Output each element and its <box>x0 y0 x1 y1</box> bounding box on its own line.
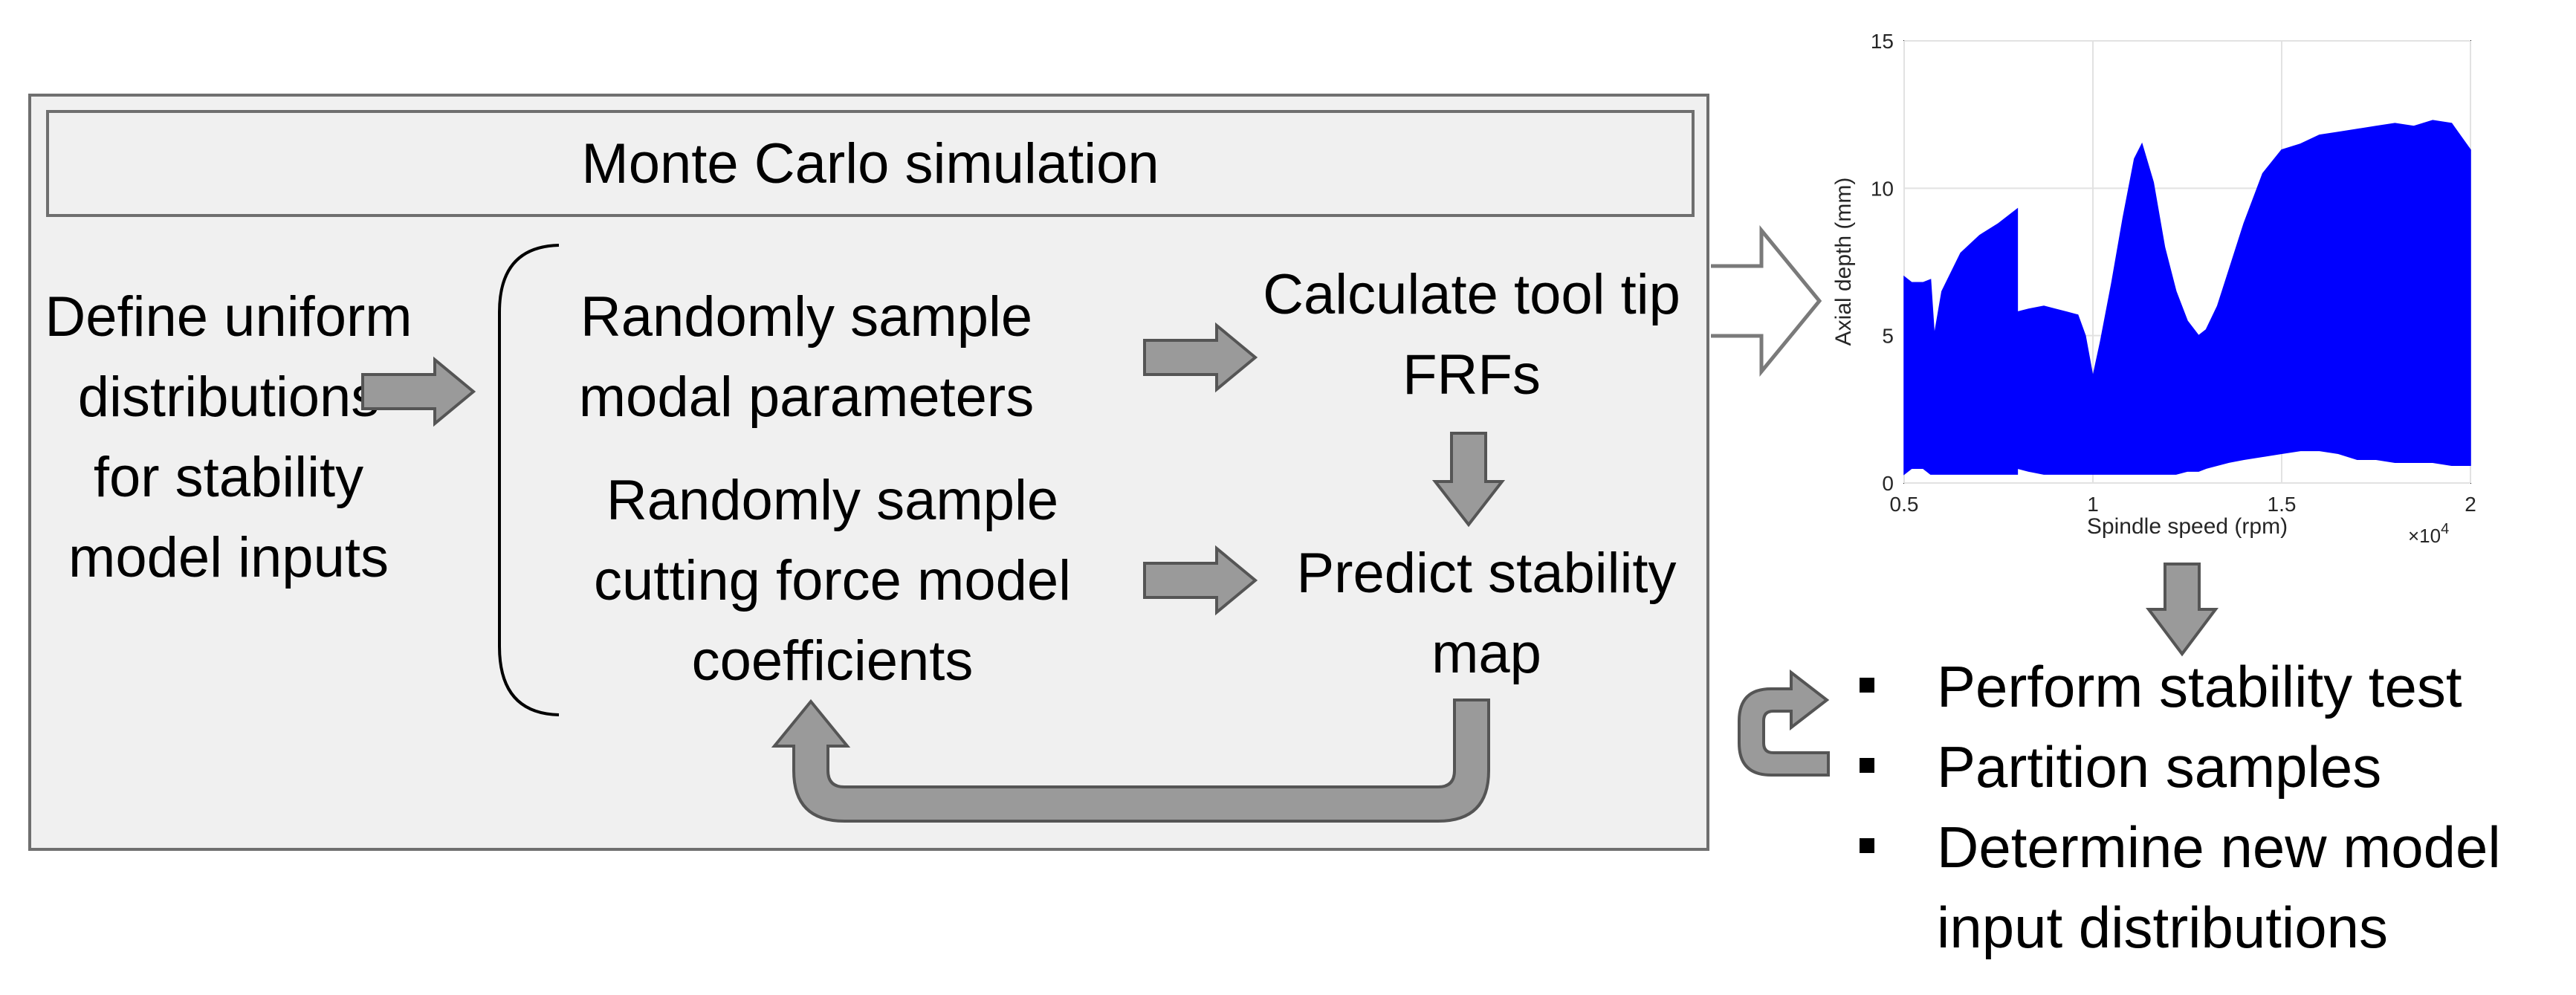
chart-y-ticks: 0 5 10 15 <box>1871 30 1894 495</box>
monte-carlo-title: Monte Carlo simulation <box>581 132 1159 195</box>
chart-ylabel: Axial depth (mm) <box>1831 178 1856 346</box>
x-tick-label: 2 <box>2465 493 2476 516</box>
monte-carlo-panel <box>28 94 1709 851</box>
list-item: Partition samples <box>1849 727 2563 807</box>
monte-carlo-title-box: Monte Carlo simulation <box>46 110 1695 217</box>
bullet-marker <box>1860 838 1874 853</box>
chart-envelope <box>1903 120 2471 476</box>
loop-back-arrow <box>771 699 1490 823</box>
x-tick-label: 0.5 <box>1890 493 1919 516</box>
arrow-chart-to-tests <box>2146 563 2219 657</box>
y-tick-label: 5 <box>1882 325 1894 348</box>
list-item: Perform stability test <box>1849 646 2563 727</box>
bullet-marker <box>1860 758 1874 773</box>
y-tick-label: 15 <box>1871 30 1894 53</box>
bullet-marker <box>1860 678 1874 693</box>
bullet-text: Perform stability test <box>1937 654 2462 719</box>
sample-modal-step: Randomly sample modal parameters <box>578 285 1035 429</box>
arrow-modal-to-frf <box>1143 322 1258 393</box>
bullet-text: Partition samples <box>1937 734 2382 800</box>
y-tick-label: 0 <box>1882 472 1894 495</box>
iteration-loop-arrow <box>1738 669 1830 777</box>
bullet-text: Determine new model input distributions <box>1937 814 2501 960</box>
stability-map-chart: 0.5 1 1.5 2 0 5 10 15 Spindle speed (rpm) Axia… <box>1831 30 2476 547</box>
arrow-define-to-samples <box>361 356 476 427</box>
brace <box>498 244 560 716</box>
arrow-to-stability-map <box>1711 225 1822 377</box>
bullet-list: Perform stability test Partition samples… <box>1849 646 2563 968</box>
sample-force-step: Randomly sample cutting force model coef… <box>593 469 1072 693</box>
calculate-frf-step: Calculate tool tip FRFs <box>1263 263 1680 406</box>
list-item: Determine new model input distributions <box>1849 807 2563 968</box>
predict-map-step: Predict stability map <box>1296 542 1677 685</box>
chart-x-ticks: 0.5 1 1.5 2 <box>1890 493 2476 516</box>
define-distributions-step: Define uniform distributions for stabili… <box>45 285 412 589</box>
y-tick-label: 10 <box>1871 177 1894 200</box>
x-tick-label: 1 <box>2087 493 2099 516</box>
chart-xlabel: Spindle speed (rpm) <box>2087 514 2288 539</box>
x-tick-label: 1.5 <box>2268 493 2297 516</box>
chart-x-multiplier: ×104 <box>2408 521 2449 547</box>
arrow-frf-to-predict <box>1431 432 1506 528</box>
arrow-force-to-predict <box>1143 545 1258 616</box>
